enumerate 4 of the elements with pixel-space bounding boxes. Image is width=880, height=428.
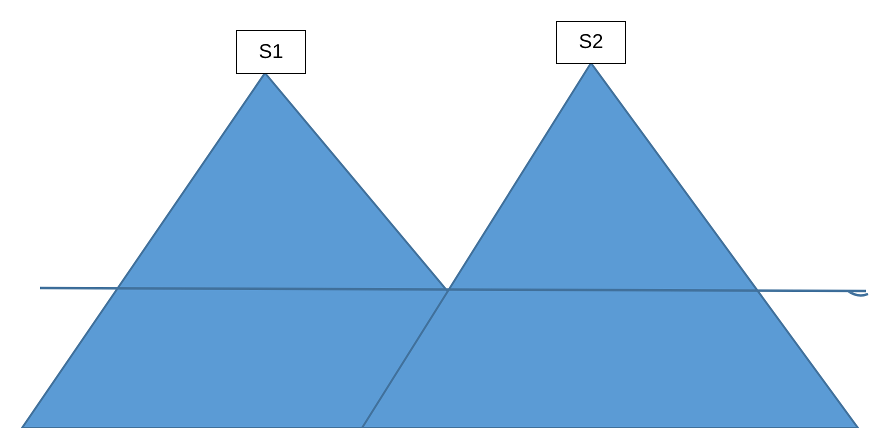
box-label: S2 [578,31,604,54]
label-box [556,21,626,64]
label-box [236,30,306,74]
box-label: S1 [258,40,284,64]
